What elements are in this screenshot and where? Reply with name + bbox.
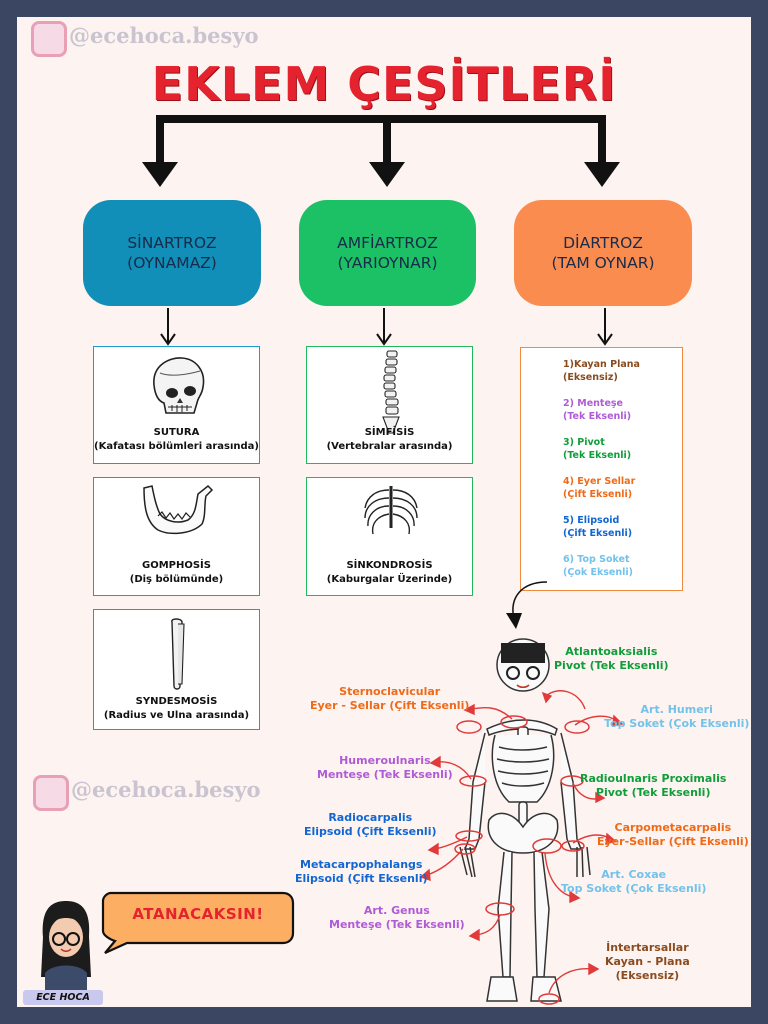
diartroz-type: 3) Pivot(Tek Eksenli) [563,437,632,461]
skeleton-diagram [419,581,624,1005]
syndesmosis-desc: (Radius ve Ulna arasında) [103,710,250,721]
simfisis-box: SİMFİSİS (Vertebralar arasında) [306,346,473,464]
simfisis-desc: (Vertebralar arasında) [326,441,453,452]
diartroz-type: 5) Elipsoid(Çift Eksenli) [563,515,633,539]
forearm-bone-icon [171,618,185,690]
syndesmosis-label: SYNDESMOSİS [135,696,218,707]
category-sub: (OYNAMAZ) [127,254,217,272]
sinkondrosis-desc: (Kaburgalar Üzerinde) [326,574,453,585]
diartroz-type: 4) Eyer Sellar(Çift Eksenli) [563,476,636,500]
category-sub: (TAM OYNAR) [551,254,655,272]
category-sub: (YARIOYNAR) [337,254,438,272]
skull-icon [153,357,205,414]
sutura-box: SUTURA (Kafatası bölümleri arasında) [93,346,260,464]
category-name: AMFİARTROZ [337,234,438,252]
watermark-handle: @ecehoca.besyo [69,23,259,48]
sutura-desc: (Kafatası bölümleri arasında) [94,441,260,452]
diartroz-type: 1)Kayan Plana(Eksensiz) [563,359,640,383]
diartroz-type: 6) Top Soket(Çok Eksenli) [563,554,633,578]
infographic-page: @ecehoca.besyo @ecehoca.besyo EKLEM ÇEŞİ… [17,17,751,1007]
category-name: SİNARTROZ [127,234,217,252]
gomphosis-label: GOMPHOSİS [142,560,211,571]
speech-bubble [101,891,295,955]
spine-icon [382,350,400,434]
gomphosis-desc: (Diş bölümünde) [129,574,224,585]
sinkondrosis-label: SİNKONDROSİS [346,560,433,571]
diartroz-type: 2) Menteşe(Tek Eksenli) [563,398,632,422]
page-title: EKLEM ÇEŞİTLERİ [151,57,617,111]
syndesmosis-box: SYNDESMOSİS (Radius ve Ulna arasında) [93,609,260,730]
category-diartroz: DİARTROZ (TAM OYNAR) [514,200,692,306]
category-amfiartroz: AMFİARTROZ (YARIOYNAR) [299,200,476,306]
instagram-icon [31,21,67,57]
sinkondrosis-box: SİNKONDROSİS (Kaburgalar Üzerinde) [306,477,473,596]
category-sinartroz: SİNARTROZ (OYNAMAZ) [83,200,261,306]
diartroz-types-box: 1)Kayan Plana(Eksensiz) 2) Menteşe(Tek E… [520,347,683,591]
ribcage-icon [364,486,418,535]
speech-text: ATANACAKSIN! [132,905,264,923]
watermark-handle: @ecehoca.besyo [71,777,261,802]
sutura-label: SUTURA [153,427,200,438]
simfisis-label: SİMFİSİS [364,427,415,438]
top-connector-arrows [142,115,620,187]
jaw-icon [143,484,214,535]
category-down-arrows [160,308,613,346]
ece-hoca-badge: ECE HOCA [23,990,103,1005]
category-name: DİARTROZ [563,234,643,252]
instagram-icon [33,775,69,811]
gomphosis-box: GOMPHOSİS (Diş bölümünde) [93,477,260,596]
teacher-avatar [41,901,91,997]
